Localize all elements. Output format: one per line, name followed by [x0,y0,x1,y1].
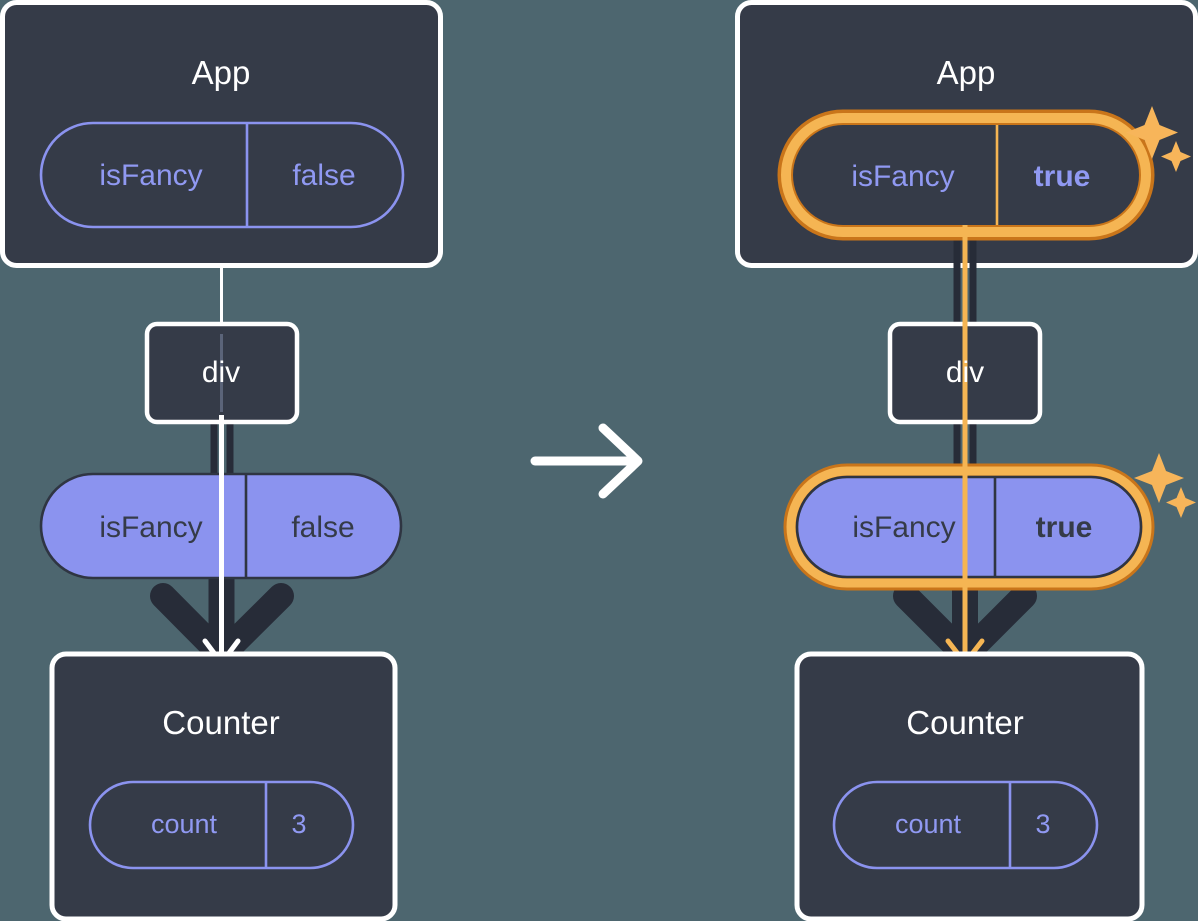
transition-arrow-icon [530,423,643,499]
counter-state-key-before: count [150,809,218,839]
sparkle-icon-prop-after [1134,453,1196,518]
prop-value-before: false [291,511,355,544]
counter-box-after [794,651,1145,921]
panel-after [735,0,1198,921]
panel-before [0,0,443,921]
app-state-pill-before [39,121,405,229]
app-state-value-before: false [292,159,356,192]
app-title-after: App [936,54,996,91]
prop-pill-after [783,463,1155,591]
div-label-before: div [201,356,241,389]
sparkle-icon-app-after [1126,106,1191,172]
app-title-before: App [191,54,251,91]
counter-state-key-after: count [894,809,962,839]
div-label-after: div [945,356,985,389]
prop-key-after: isFancy [852,511,956,544]
prop-value-after: true [1035,511,1093,544]
app-state-pill-after [777,109,1155,241]
app-state-key-after: isFancy [851,160,955,193]
counter-state-value-before: 3 [291,809,307,839]
prop-key-before: isFancy [99,511,203,544]
app-state-value-after: true [1033,160,1091,193]
counter-title-before: Counter [162,704,280,741]
counter-title-after: Counter [906,704,1024,741]
counter-state-pill-before [88,780,355,870]
counter-state-value-after: 3 [1035,809,1051,839]
app-state-key-before: isFancy [99,159,203,192]
counter-state-pill-after [832,780,1099,870]
counter-box-before [49,651,398,921]
app-box-before [0,0,443,268]
